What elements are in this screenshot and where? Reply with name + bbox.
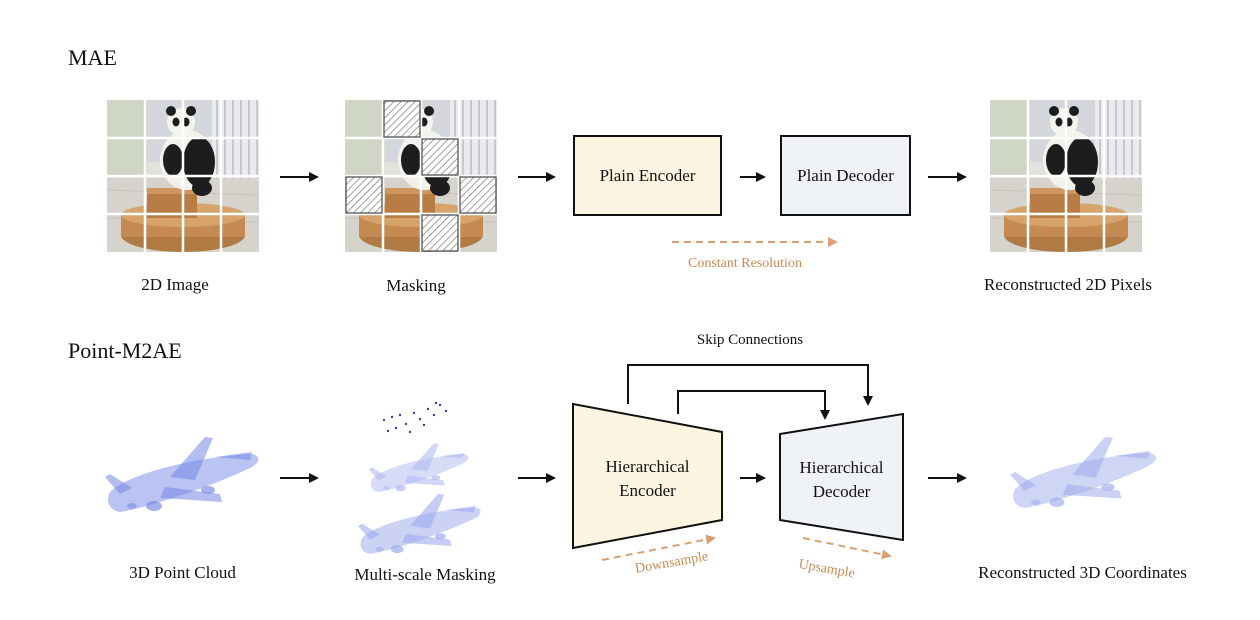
decoder-label-line1: Hierarchical xyxy=(799,458,884,477)
caption-reconstructed-pixels: Reconstructed 2D Pixels xyxy=(983,275,1153,294)
mae-title: MAE xyxy=(68,45,117,70)
caption-reconstructed-coordinates: Reconstructed 3D Coordinates xyxy=(978,563,1187,582)
caption-masking: Masking xyxy=(386,276,446,295)
point-m2ae-title: Point-M2AE xyxy=(68,338,182,363)
encoder-label-line1: Hierarchical xyxy=(605,457,690,476)
multi-scale-masked-cloud xyxy=(358,401,481,554)
input-point-cloud xyxy=(105,437,259,512)
caption-3d-point-cloud: 3D Point Cloud xyxy=(129,563,236,582)
skip-connection-outer xyxy=(627,364,873,406)
plain-encoder-box: Plain Encoder xyxy=(573,135,722,216)
plain-decoder-label: Plain Decoder xyxy=(797,165,894,185)
mask-patch xyxy=(459,176,497,214)
decoder-label-line2: Decoder xyxy=(812,482,871,501)
mask-patch xyxy=(421,214,459,252)
skip-connections-label: Skip Connections xyxy=(696,332,804,348)
mask-patch xyxy=(345,176,383,214)
hierarchical-decoder-shape xyxy=(779,412,904,542)
upsample-arrow xyxy=(802,537,892,560)
plain-decoder-box: Plain Decoder xyxy=(780,135,911,216)
hierarchical-encoder-shape xyxy=(572,402,723,550)
hierarchical-decoder-label: Hierarchical Decoder xyxy=(780,456,903,504)
mask-patch xyxy=(421,138,459,176)
skip-connection-inner xyxy=(677,390,830,420)
reconstructed-point-cloud xyxy=(1010,436,1156,508)
caption-multi-scale-masking: Multi-scale Masking xyxy=(354,565,496,584)
masked-image xyxy=(344,99,498,253)
input-image xyxy=(106,99,260,253)
constant-resolution-label: Constant Resolution xyxy=(688,256,802,271)
encoder-label-line2: Encoder xyxy=(619,481,676,500)
hierarchical-encoder-label: Hierarchical Encoder xyxy=(580,455,715,503)
plain-encoder-label: Plain Encoder xyxy=(599,165,696,185)
mask-patch xyxy=(383,100,421,138)
reconstructed-image xyxy=(989,99,1143,253)
caption-2d-image: 2D Image xyxy=(141,275,209,294)
